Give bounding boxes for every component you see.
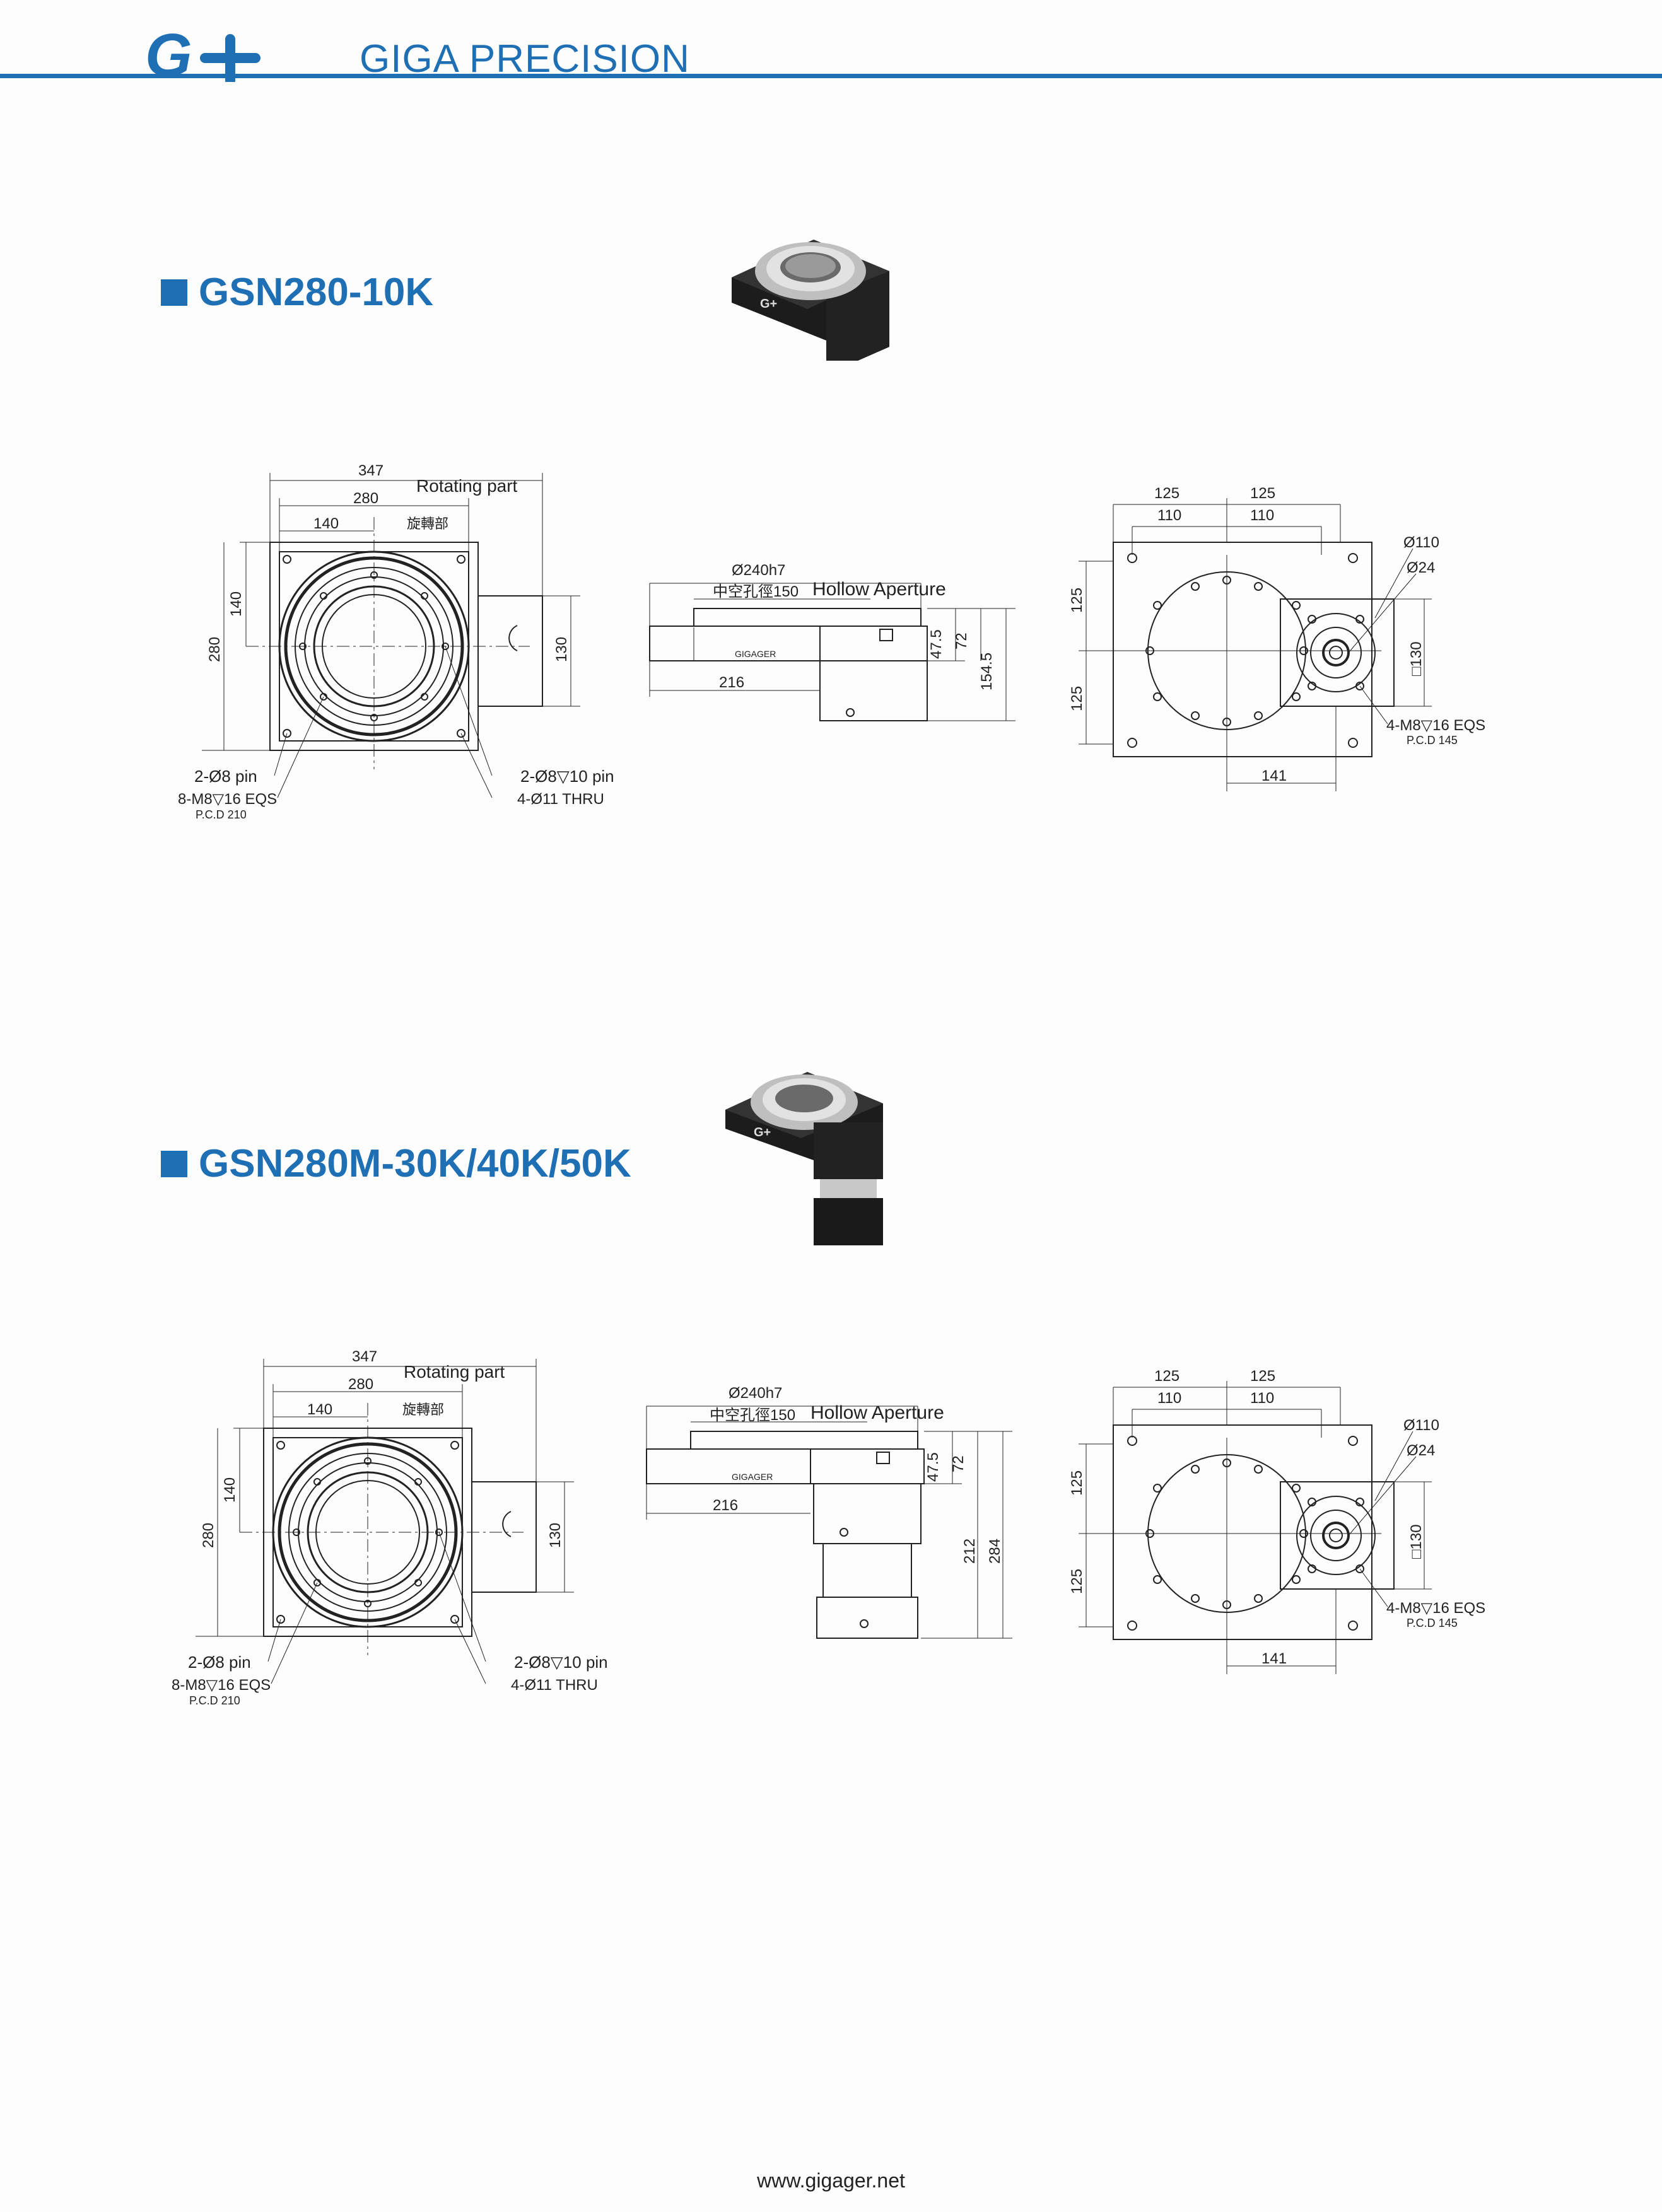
model-title-text: GSN280-10K bbox=[199, 271, 434, 314]
dim-height-half: 140 bbox=[228, 591, 245, 617]
dim-half: 140 bbox=[307, 1401, 332, 1418]
dim-110-right: 110 bbox=[1250, 507, 1274, 524]
side-brand-text: GIGAGER bbox=[735, 649, 776, 659]
g-plus-logo-icon: G bbox=[145, 25, 260, 82]
dim-72: 72 bbox=[953, 632, 970, 649]
dim-phi-24: Ø24 bbox=[1407, 1442, 1435, 1459]
pin-depth-label: 2-Ø8▽10 pin bbox=[514, 1653, 608, 1672]
dim-half: 140 bbox=[313, 515, 339, 532]
dim-height: 280 bbox=[200, 1523, 217, 1548]
dim-v125-bottom: 125 bbox=[1068, 686, 1086, 711]
bottom-pcd-label: P.C.D 145 bbox=[1407, 734, 1458, 747]
page-header: G GIGA PRECISION bbox=[0, 0, 1662, 88]
dim-phi-110: Ø110 bbox=[1403, 1417, 1439, 1434]
dim-rotating-width: 280 bbox=[353, 490, 378, 507]
model-title: GSN280-10K bbox=[161, 270, 433, 315]
dim-47-5: 47.5 bbox=[928, 629, 945, 659]
model-title: GSN280M-30K/40K/50K bbox=[161, 1141, 631, 1186]
hollow-cn-label: 中空孔徑150 bbox=[713, 583, 799, 600]
bore-fit-label: Ø240h7 bbox=[732, 562, 785, 579]
tap-label: 8-M8▽16 EQS bbox=[172, 1677, 271, 1694]
side-brand-text: GIGAGER bbox=[732, 1472, 773, 1482]
dim-216: 216 bbox=[719, 674, 744, 691]
tap-label: 8-M8▽16 EQS bbox=[178, 791, 277, 808]
title-square-icon bbox=[161, 1150, 187, 1177]
dim-125-left: 125 bbox=[1154, 485, 1179, 502]
side-view-drawing: Ø240h7 中空孔徑150 Hollow Aperture GIGAGER 4… bbox=[646, 1385, 1012, 1639]
dim-total-height: 154.5 bbox=[978, 653, 995, 690]
top-view-drawing: 347 280 Rotating part 140 旋轉部 140 280 13… bbox=[172, 1348, 608, 1707]
rotating-part-cn-label: 旋轉部 bbox=[407, 516, 448, 532]
hollow-aperture-label: Hollow Aperture bbox=[812, 579, 946, 600]
dim-47-5: 47.5 bbox=[925, 1452, 942, 1482]
bottom-view-drawing: 125 125 110 110 Ø110 Ø24 125 125 □130 4-… bbox=[1068, 485, 1485, 791]
footer-url[interactable]: www.gigager.net bbox=[757, 2169, 905, 2192]
dim-216: 216 bbox=[713, 1497, 738, 1514]
thru-hole-label: 4-Ø11 THRU bbox=[517, 791, 604, 808]
dim-110-left: 110 bbox=[1157, 507, 1181, 524]
hollow-cn-label: 中空孔徑150 bbox=[710, 1407, 795, 1424]
header-rule bbox=[0, 74, 1662, 78]
dim-phi-24: Ø24 bbox=[1407, 559, 1435, 576]
hollow-aperture-label: Hollow Aperture bbox=[811, 1402, 944, 1423]
dim-141: 141 bbox=[1261, 767, 1287, 784]
pcd-label: P.C.D 210 bbox=[189, 1694, 240, 1707]
thru-hole-label: 4-Ø11 THRU bbox=[511, 1677, 598, 1694]
pin-label: 2-Ø8 pin bbox=[188, 1653, 251, 1672]
bottom-pcd-label: P.C.D 145 bbox=[1407, 1617, 1458, 1629]
dim-height: 280 bbox=[206, 637, 223, 662]
pcd-label: P.C.D 210 bbox=[196, 808, 247, 821]
rotating-part-label: Rotating part bbox=[404, 1362, 505, 1382]
bottom-tap-label: 4-M8▽16 EQS bbox=[1386, 717, 1485, 734]
title-square-icon bbox=[161, 279, 187, 306]
dim-110-left: 110 bbox=[1157, 1390, 1181, 1407]
svg-text:G: G bbox=[145, 25, 192, 82]
bottom-view-drawing: 125 125 110 110 Ø110 Ø24 125 125 □130 4-… bbox=[1068, 1368, 1485, 1674]
pin-label: 2-Ø8 pin bbox=[194, 767, 257, 786]
side-view-drawing: Ø240h7 中空孔徑150 Hollow Aperture GIGAGER 4… bbox=[649, 562, 1015, 721]
dim-overall: 347 bbox=[352, 1348, 377, 1365]
dim-125-right: 125 bbox=[1250, 485, 1275, 502]
product-photo: G+ bbox=[725, 1072, 883, 1245]
dim-v125-bottom: 125 bbox=[1068, 1569, 1086, 1594]
dim-overall: 347 bbox=[358, 462, 383, 479]
dim-125-right: 125 bbox=[1250, 1368, 1275, 1385]
rotating-part-label: Rotating part bbox=[416, 476, 518, 496]
dim-motor-flange: 130 bbox=[553, 637, 570, 662]
dim-motor-flange: 130 bbox=[547, 1523, 564, 1548]
dim-v125-top: 125 bbox=[1068, 1470, 1086, 1496]
dim-square-130: □130 bbox=[1408, 1524, 1425, 1559]
pin-depth-label: 2-Ø8▽10 pin bbox=[520, 767, 614, 786]
dim-141: 141 bbox=[1261, 1650, 1287, 1667]
product-photo: G+ bbox=[732, 240, 889, 361]
bore-fit-label: Ø240h7 bbox=[729, 1385, 782, 1402]
dim-72: 72 bbox=[950, 1455, 967, 1472]
brand-name: GIGA PRECISION bbox=[360, 37, 690, 81]
bottom-tap-label: 4-M8▽16 EQS bbox=[1386, 1600, 1485, 1617]
dim-rotating-width: 280 bbox=[348, 1376, 373, 1393]
dim-total-height: 284 bbox=[986, 1539, 1004, 1564]
dim-212: 212 bbox=[961, 1539, 978, 1564]
dim-110-right: 110 bbox=[1250, 1390, 1274, 1407]
svg-text:G+: G+ bbox=[760, 297, 777, 311]
dim-square-130: □130 bbox=[1408, 641, 1425, 676]
rotating-part-cn-label: 旋轉部 bbox=[402, 1402, 444, 1417]
dim-125-left: 125 bbox=[1154, 1368, 1179, 1385]
dim-phi-110: Ø110 bbox=[1403, 534, 1439, 551]
top-view-drawing: 347 280 Rotating part 140 旋轉部 140 280 13… bbox=[178, 462, 614, 821]
dim-v125-top: 125 bbox=[1068, 588, 1086, 613]
dim-height-half: 140 bbox=[221, 1477, 238, 1503]
svg-text:G+: G+ bbox=[754, 1126, 771, 1139]
model-title-text: GSN280M-30K/40K/50K bbox=[199, 1142, 631, 1185]
